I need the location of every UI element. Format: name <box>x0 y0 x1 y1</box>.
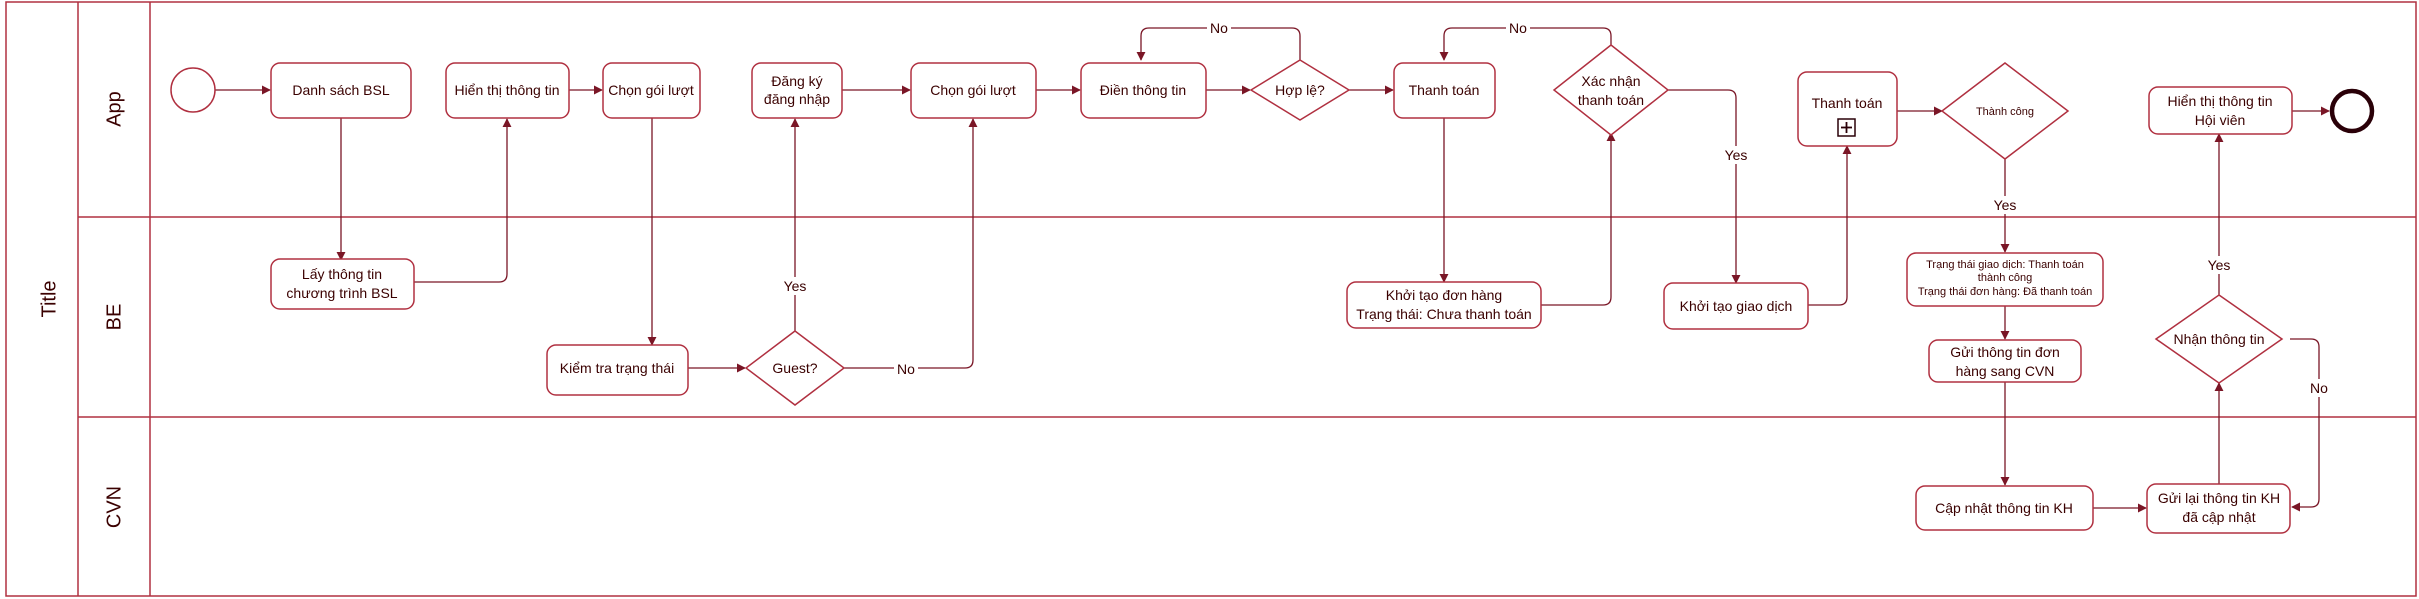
task-gui-lai <box>2146 483 2291 534</box>
lane-label-cvn: CVN <box>103 486 125 528</box>
task-dang-ky <box>751 62 843 119</box>
edge-khoitao-xacnhan <box>1541 132 1616 306</box>
task-chon-goi-luot-2 <box>910 62 1037 119</box>
label-guest: Guest? <box>772 360 817 376</box>
task-chon-goi-luot-1 <box>602 62 701 119</box>
task-cap-nhat <box>1915 485 2094 531</box>
label-hien-thi-thong-tin: Hiển thị thông tin <box>454 82 559 98</box>
task-lay-thong-tin <box>270 258 415 310</box>
edge-labels: Yes No No No Yes Yes Yes No <box>781 19 2331 397</box>
edge-laythongtin-hienthi <box>414 118 512 283</box>
edge-label-xacnhan-yes: Yes <box>1725 147 1748 163</box>
task-trang-thai-gd <box>1906 252 2104 307</box>
edge-guilai-nhan-no <box>2290 338 2320 512</box>
label-khoi-tao-giao-dich: Khởi tạo giao dịch <box>1680 298 1793 314</box>
edge-xacnhan-khoitaogd <box>1668 89 1741 284</box>
edge-label-guest-yes: Yes <box>784 278 807 294</box>
task-dien-thong-tin <box>1080 62 1207 119</box>
start-event <box>170 67 216 113</box>
task-hien-thi-hoi-vien <box>2148 86 2293 135</box>
gateway-guest <box>744 330 846 406</box>
edges <box>215 27 2330 513</box>
task-gui-thong-tin <box>1928 339 2082 383</box>
edge-khoitaogd-thanhtoan2 <box>1808 145 1852 306</box>
task-thanh-toan-1 <box>1393 62 1496 119</box>
task-khoi-tao-giao-dich <box>1663 282 1809 330</box>
edge-label-hople-no: No <box>1210 20 1228 36</box>
label-chon-goi-luot-1: Chọn gói lượt <box>608 82 694 98</box>
gateway-hop-le <box>1249 59 1351 121</box>
gateway-xac-nhan <box>1552 44 1670 136</box>
label-chon-goi-luot-2: Chọn gói lượt <box>930 82 1016 98</box>
gateway-thanh-cong <box>1940 62 2070 160</box>
task-khoi-tao-don-hang <box>1346 281 1542 329</box>
edge-label-xacnhan-no: No <box>1509 20 1527 36</box>
gateway-shapes <box>744 44 2284 406</box>
task-danh-sach-bsl <box>270 62 412 119</box>
task-kiem-tra-trang-thai <box>546 344 689 396</box>
gateway-nhan-thong-tin <box>2154 294 2284 384</box>
end-event <box>2329 88 2375 134</box>
task-thanh-toan-2 <box>1797 71 1898 147</box>
pool <box>5 1 2417 597</box>
label-kiem-tra-trang-thai: Kiểm tra trạng thái <box>560 360 674 376</box>
edge-label-nhan-yes: Yes <box>2208 257 2231 273</box>
label-thanh-cong: Thành công <box>1976 106 2034 118</box>
edge-guest-chongoi2 <box>844 118 978 369</box>
lane-label-be: BE <box>103 304 125 331</box>
label-danh-sach-bsl: Danh sách BSL <box>292 82 389 98</box>
label-cap-nhat: Cập nhật thông tin KH <box>1935 500 2073 516</box>
task-shapes <box>270 62 2293 534</box>
label-hop-le: Hợp lệ? <box>1275 82 1325 98</box>
edge-label-nhan-no: No <box>2310 380 2328 396</box>
label-nhan-thong-tin: Nhận thông tin <box>2173 331 2264 347</box>
edge-label-guest-no: No <box>897 361 915 377</box>
label-thanh-toan-1: Thanh toán <box>1409 82 1480 98</box>
label-thanh-toan-2: Thanh toán <box>1812 95 1883 111</box>
task-hien-thi-thong-tin <box>445 62 570 119</box>
edge-label-thanhcong-yes: Yes <box>1994 197 2017 213</box>
subprocess-plus-icon <box>1837 118 1856 137</box>
label-dien-thong-tin: Điền thông tin <box>1100 82 1186 98</box>
lane-label-app: App <box>103 91 125 127</box>
pool-title: Title <box>38 280 60 317</box>
